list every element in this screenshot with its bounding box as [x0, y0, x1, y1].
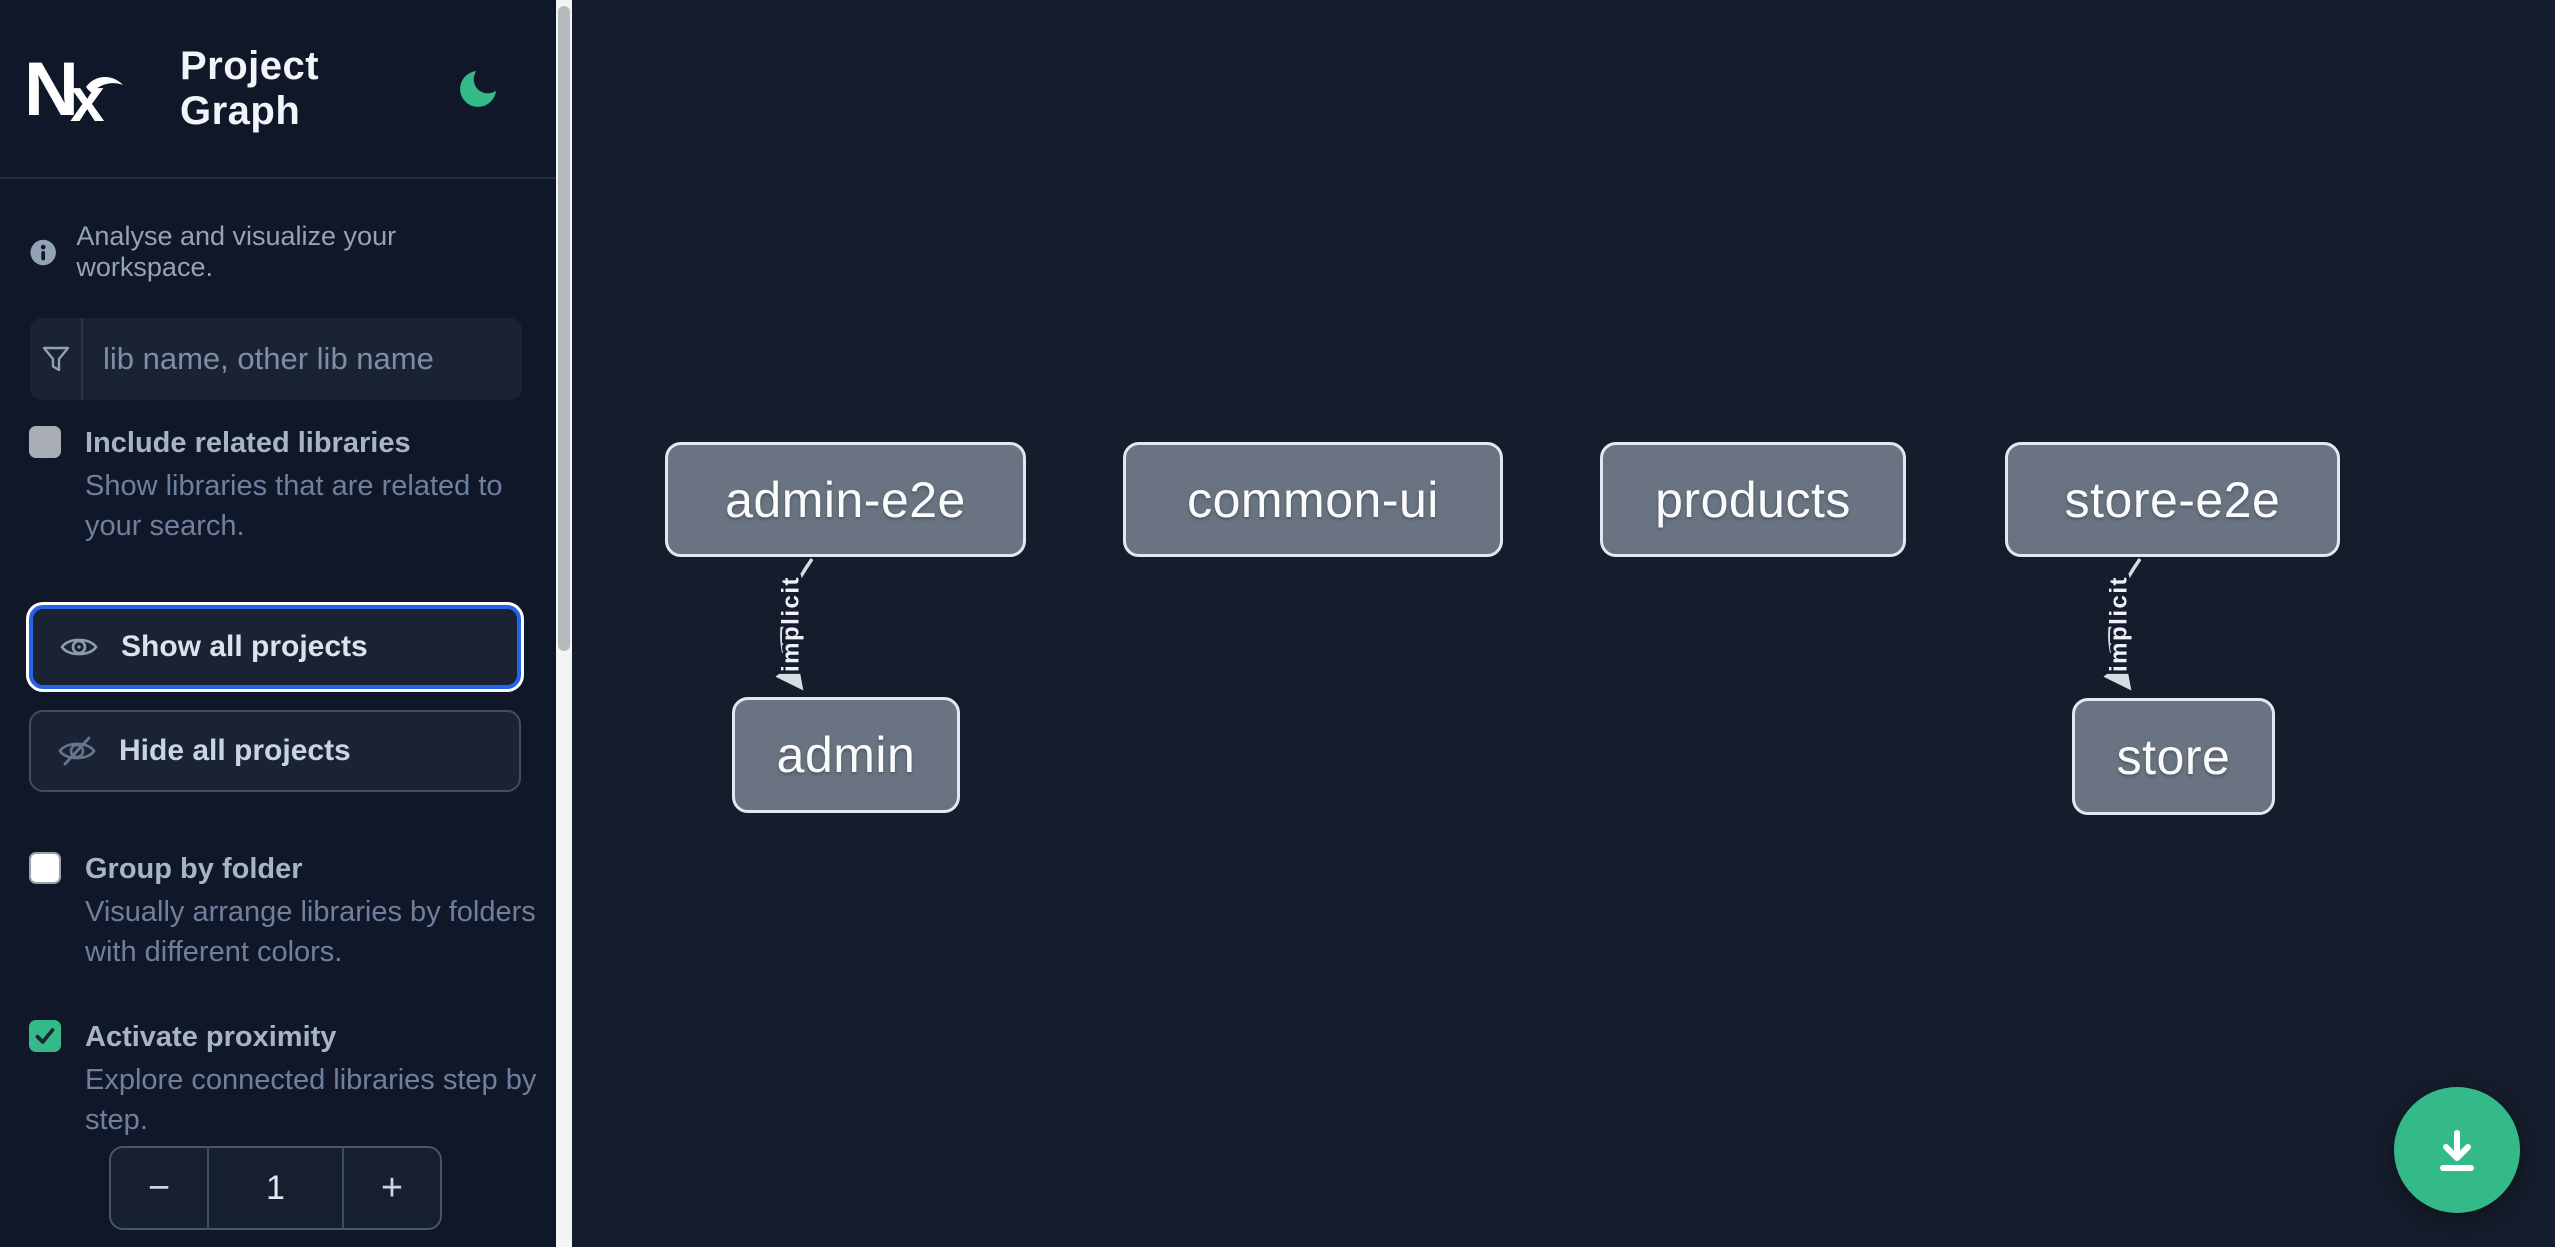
- group-by-folder-label: Group by folder: [85, 853, 303, 885]
- include-related-description: Show libraries that are related to your …: [85, 470, 503, 542]
- include-related-checkbox[interactable]: [29, 426, 61, 458]
- download-icon: [2440, 1130, 2474, 1171]
- graph-node-store-e2e[interactable]: store-e2e: [2005, 442, 2340, 557]
- search-input[interactable]: [83, 318, 522, 400]
- theme-toggle-button[interactable]: [450, 61, 506, 117]
- page-title: Project Graph: [180, 43, 320, 133]
- moon-icon: [460, 70, 497, 107]
- header-divider: [0, 177, 556, 179]
- show-all-projects-button[interactable]: Show all projects: [29, 605, 521, 689]
- activate-proximity-label: Activate proximity: [85, 1021, 337, 1053]
- include-related-checkbox-row[interactable]: Include related libraries Show libraries…: [29, 424, 555, 546]
- graph-node-common-ui[interactable]: common-ui: [1123, 442, 1503, 557]
- decrement-button[interactable]: −: [111, 1148, 207, 1228]
- sidebar-scrollbar-track: [556, 0, 572, 1247]
- activate-proximity-description: Explore connected libraries step by step…: [85, 1064, 537, 1136]
- proximity-depth-stepper: − 1 +: [109, 1146, 442, 1230]
- graph-node-admin[interactable]: admin: [732, 697, 960, 813]
- graph-edges: implicit implicit: [774, 557, 2142, 691]
- filter-icon-cell: [30, 318, 83, 400]
- hide-all-projects-button[interactable]: Hide all projects: [29, 710, 521, 792]
- workspace-info: Analyse and visualize your workspace.: [30, 221, 530, 283]
- group-by-folder-description: Visually arrange libraries by folders wi…: [85, 896, 536, 968]
- graph-node-products[interactable]: products: [1600, 442, 1906, 557]
- show-all-projects-label: Show all projects: [121, 630, 368, 663]
- sidebar: N x Project Graph Analyse and visualize …: [0, 0, 556, 1247]
- hide-all-projects-label: Hide all projects: [119, 734, 351, 767]
- increment-button[interactable]: +: [344, 1148, 440, 1228]
- eye-icon: [60, 638, 98, 656]
- svg-text:x: x: [70, 66, 105, 123]
- activate-proximity-checkbox-row[interactable]: Activate proximity Explore connected lib…: [29, 1018, 555, 1140]
- check-icon: [35, 1028, 55, 1044]
- search-box: [30, 318, 522, 400]
- download-graph-button[interactable]: [2394, 1087, 2520, 1213]
- activate-proximity-checkbox[interactable]: [29, 1020, 61, 1052]
- eye-off-icon: [58, 736, 96, 766]
- nx-logo: N x: [28, 55, 123, 123]
- edge-store-e2e-store: [2103, 557, 2142, 691]
- sidebar-scrollbar-thumb[interactable]: [558, 6, 570, 651]
- edge-label-implicit: implicit: [777, 576, 804, 672]
- info-icon: [30, 239, 56, 265]
- graph-canvas[interactable]: implicit implicit admin-e2e common-ui pr…: [572, 0, 2555, 1247]
- include-related-label: Include related libraries: [85, 427, 411, 459]
- group-by-folder-checkbox-row[interactable]: Group by folder Visually arrange librari…: [29, 850, 555, 972]
- svg-text:N: N: [28, 55, 79, 123]
- stepper-value: 1: [207, 1148, 344, 1228]
- group-by-folder-checkbox[interactable]: [29, 852, 61, 884]
- sidebar-header: N x Project Graph: [0, 0, 556, 177]
- info-text: Analyse and visualize your workspace.: [76, 221, 397, 282]
- edge-admin-e2e-admin: [775, 557, 814, 691]
- graph-node-admin-e2e[interactable]: admin-e2e: [665, 442, 1026, 557]
- filter-funnel-icon: [42, 346, 69, 372]
- edge-label-implicit: implicit: [2105, 576, 2132, 672]
- graph-node-store[interactable]: store: [2072, 698, 2275, 815]
